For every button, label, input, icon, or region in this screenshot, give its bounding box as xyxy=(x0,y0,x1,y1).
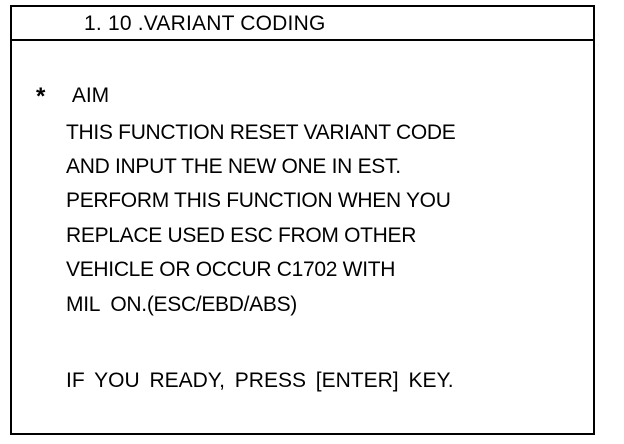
description-line-3: PERFORM THIS FUNCTION WHEN YOU xyxy=(66,189,451,212)
aim-label: AIM xyxy=(71,84,110,107)
asterisk-icon: * xyxy=(36,83,46,110)
description-line-2: AND INPUT THE NEW ONE IN EST. xyxy=(66,155,401,178)
enter-key-prompt: IF YOU READY, PRESS [ENTER] KEY. xyxy=(66,369,454,392)
scanner-screen: 1. 10 .VARIANT CODING * AIM THIS FUNCTIO… xyxy=(10,5,595,435)
aim-heading: * AIM xyxy=(36,83,109,111)
title-bar: 1. 10 .VARIANT CODING xyxy=(12,7,593,41)
description-line-1: THIS FUNCTION RESET VARIANT CODE xyxy=(66,121,456,144)
description-line-4: REPLACE USED ESC FROM OTHER xyxy=(66,224,417,247)
page-title: 1. 10 .VARIANT CODING xyxy=(84,12,326,35)
description-line-5: VEHICLE OR OCCUR C1702 WITH xyxy=(66,258,396,281)
description-line-6: MIL ON.(ESC/EBD/ABS) xyxy=(66,293,297,316)
